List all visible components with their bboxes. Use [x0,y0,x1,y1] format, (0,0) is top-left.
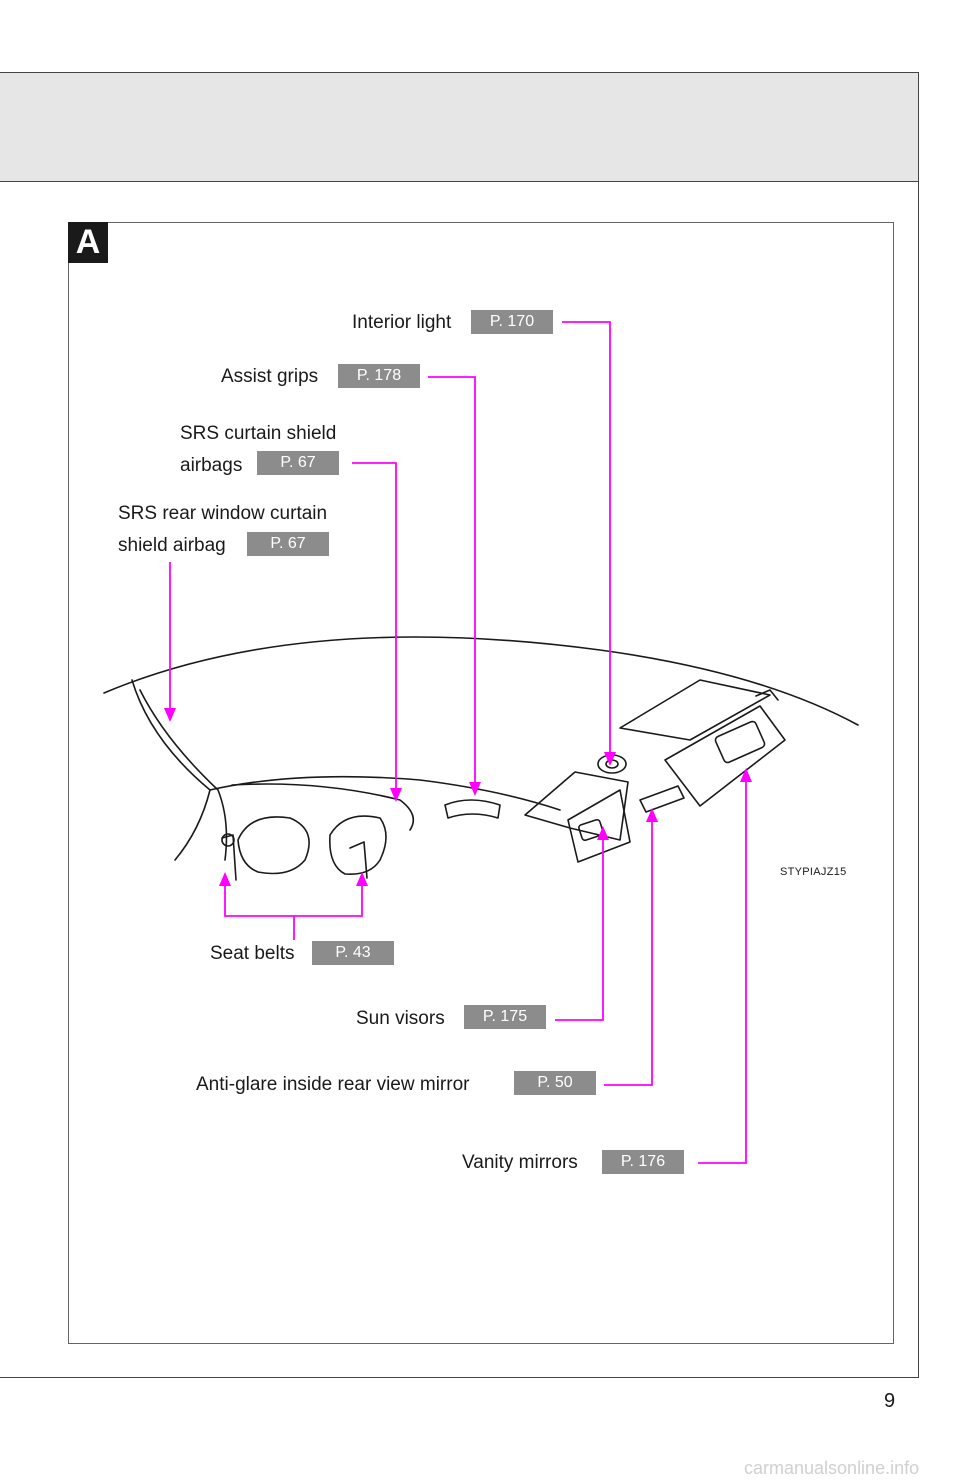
sun-visors-page-badge[interactable]: P. 175 [464,1005,546,1029]
srs-curtain-page-badge[interactable]: P. 67 [257,451,339,475]
vanity-mirrors-label: Vanity mirrors [462,1152,578,1173]
sun-visors-label: Sun visors [356,1008,445,1029]
header-band [0,72,919,182]
srs-rear-window-label-line2: shield airbag [118,535,226,556]
watermark: carmanualsonline.info [744,1458,920,1478]
srs-curtain-label-line1: SRS curtain shield [180,423,337,444]
section-tab: A [68,222,108,263]
image-code: STYPIAJZ15 [780,866,847,878]
page-border-right [918,180,919,1377]
illustration-frame [68,222,894,1344]
page-border-bottom [0,1377,919,1378]
srs-curtain-label-line2: airbags [180,455,243,476]
srs-rear-window-page-badge[interactable]: P. 67 [247,532,329,556]
interior-light-label: Interior light [352,312,452,333]
page-number: 9 [884,1390,896,1412]
vanity-mirrors-page-badge[interactable]: P. 176 [602,1150,684,1174]
anti-glare-mirror-label: Anti-glare inside rear view mirror [196,1074,470,1095]
interior-light-page-badge[interactable]: P. 170 [471,310,553,334]
assist-grips-label: Assist grips [221,366,319,387]
seat-belts-label: Seat belts [210,943,295,964]
seat-belts-page-badge[interactable]: P. 43 [312,941,394,965]
assist-grips-page-badge[interactable]: P. 178 [338,364,420,388]
srs-rear-window-label-line1: SRS rear window curtain [118,503,328,524]
anti-glare-mirror-page-badge[interactable]: P. 50 [514,1071,596,1095]
